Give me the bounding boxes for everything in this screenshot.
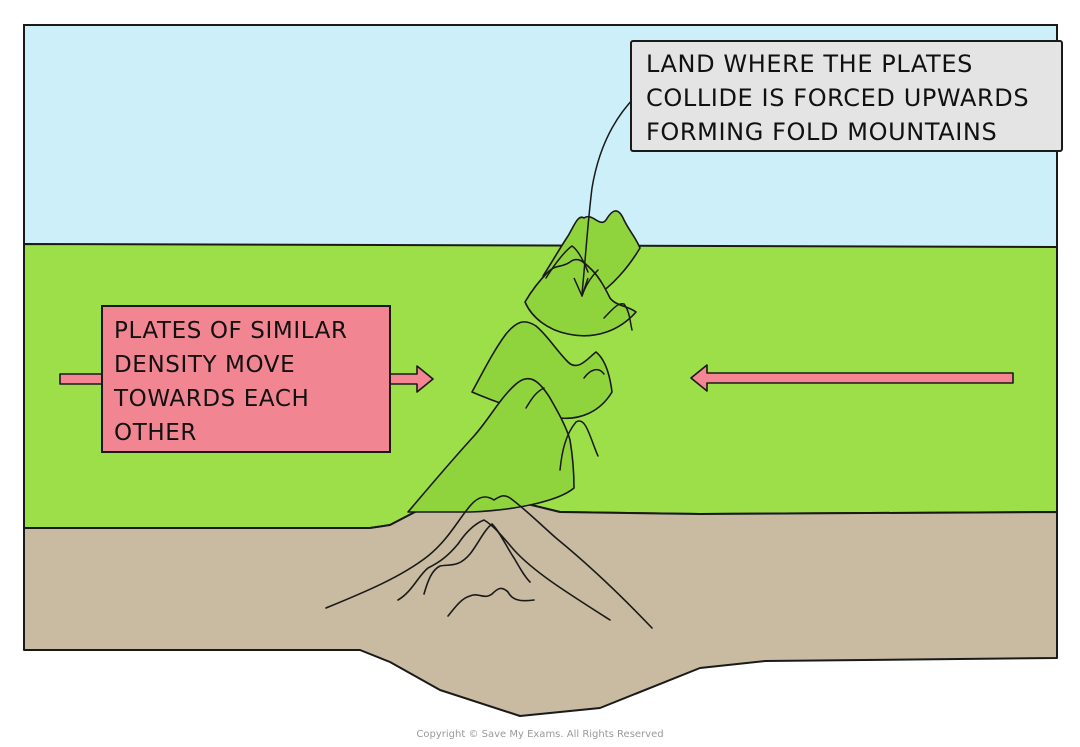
mantle-layer <box>23 489 1058 717</box>
fold-mountains-label-line-1: LAND WHERE THE PLATES <box>646 50 973 78</box>
plates-movement-label-line-4: OTHER <box>114 420 197 446</box>
folded-rock-layers <box>325 495 653 629</box>
plates-movement-label-line-1: PLATES OF SIMILAR <box>114 318 348 344</box>
fold-mountains-label-line-3: FORMING FOLD MOUNTAINS <box>646 118 998 146</box>
fold-mountains-label-line-2: COLLIDE IS FORCED UPWARDS <box>646 84 1030 112</box>
fold-mountains <box>407 210 641 513</box>
plates-movement-label-line-2: DENSITY MOVE <box>114 352 296 378</box>
mountain-fold-lines <box>525 245 633 471</box>
fold-mountains-label: LAND WHERE THE PLATES COLLIDE IS FORCED … <box>630 40 1063 152</box>
right-plate-arrow <box>690 364 1014 392</box>
mountain-ridge-lower <box>407 378 575 513</box>
plates-movement-label: PLATES OF SIMILAR DENSITY MOVE TOWARDS E… <box>101 305 391 453</box>
copyright-notice: Copyright © Save My Exams. All Rights Re… <box>416 729 664 740</box>
fold-line-inner <box>423 523 531 595</box>
fold-line-outer <box>325 495 653 629</box>
plates-movement-label-line-3: TOWARDS EACH <box>114 386 310 412</box>
fold-line-middle <box>397 519 611 621</box>
fold-line-core <box>447 587 535 617</box>
